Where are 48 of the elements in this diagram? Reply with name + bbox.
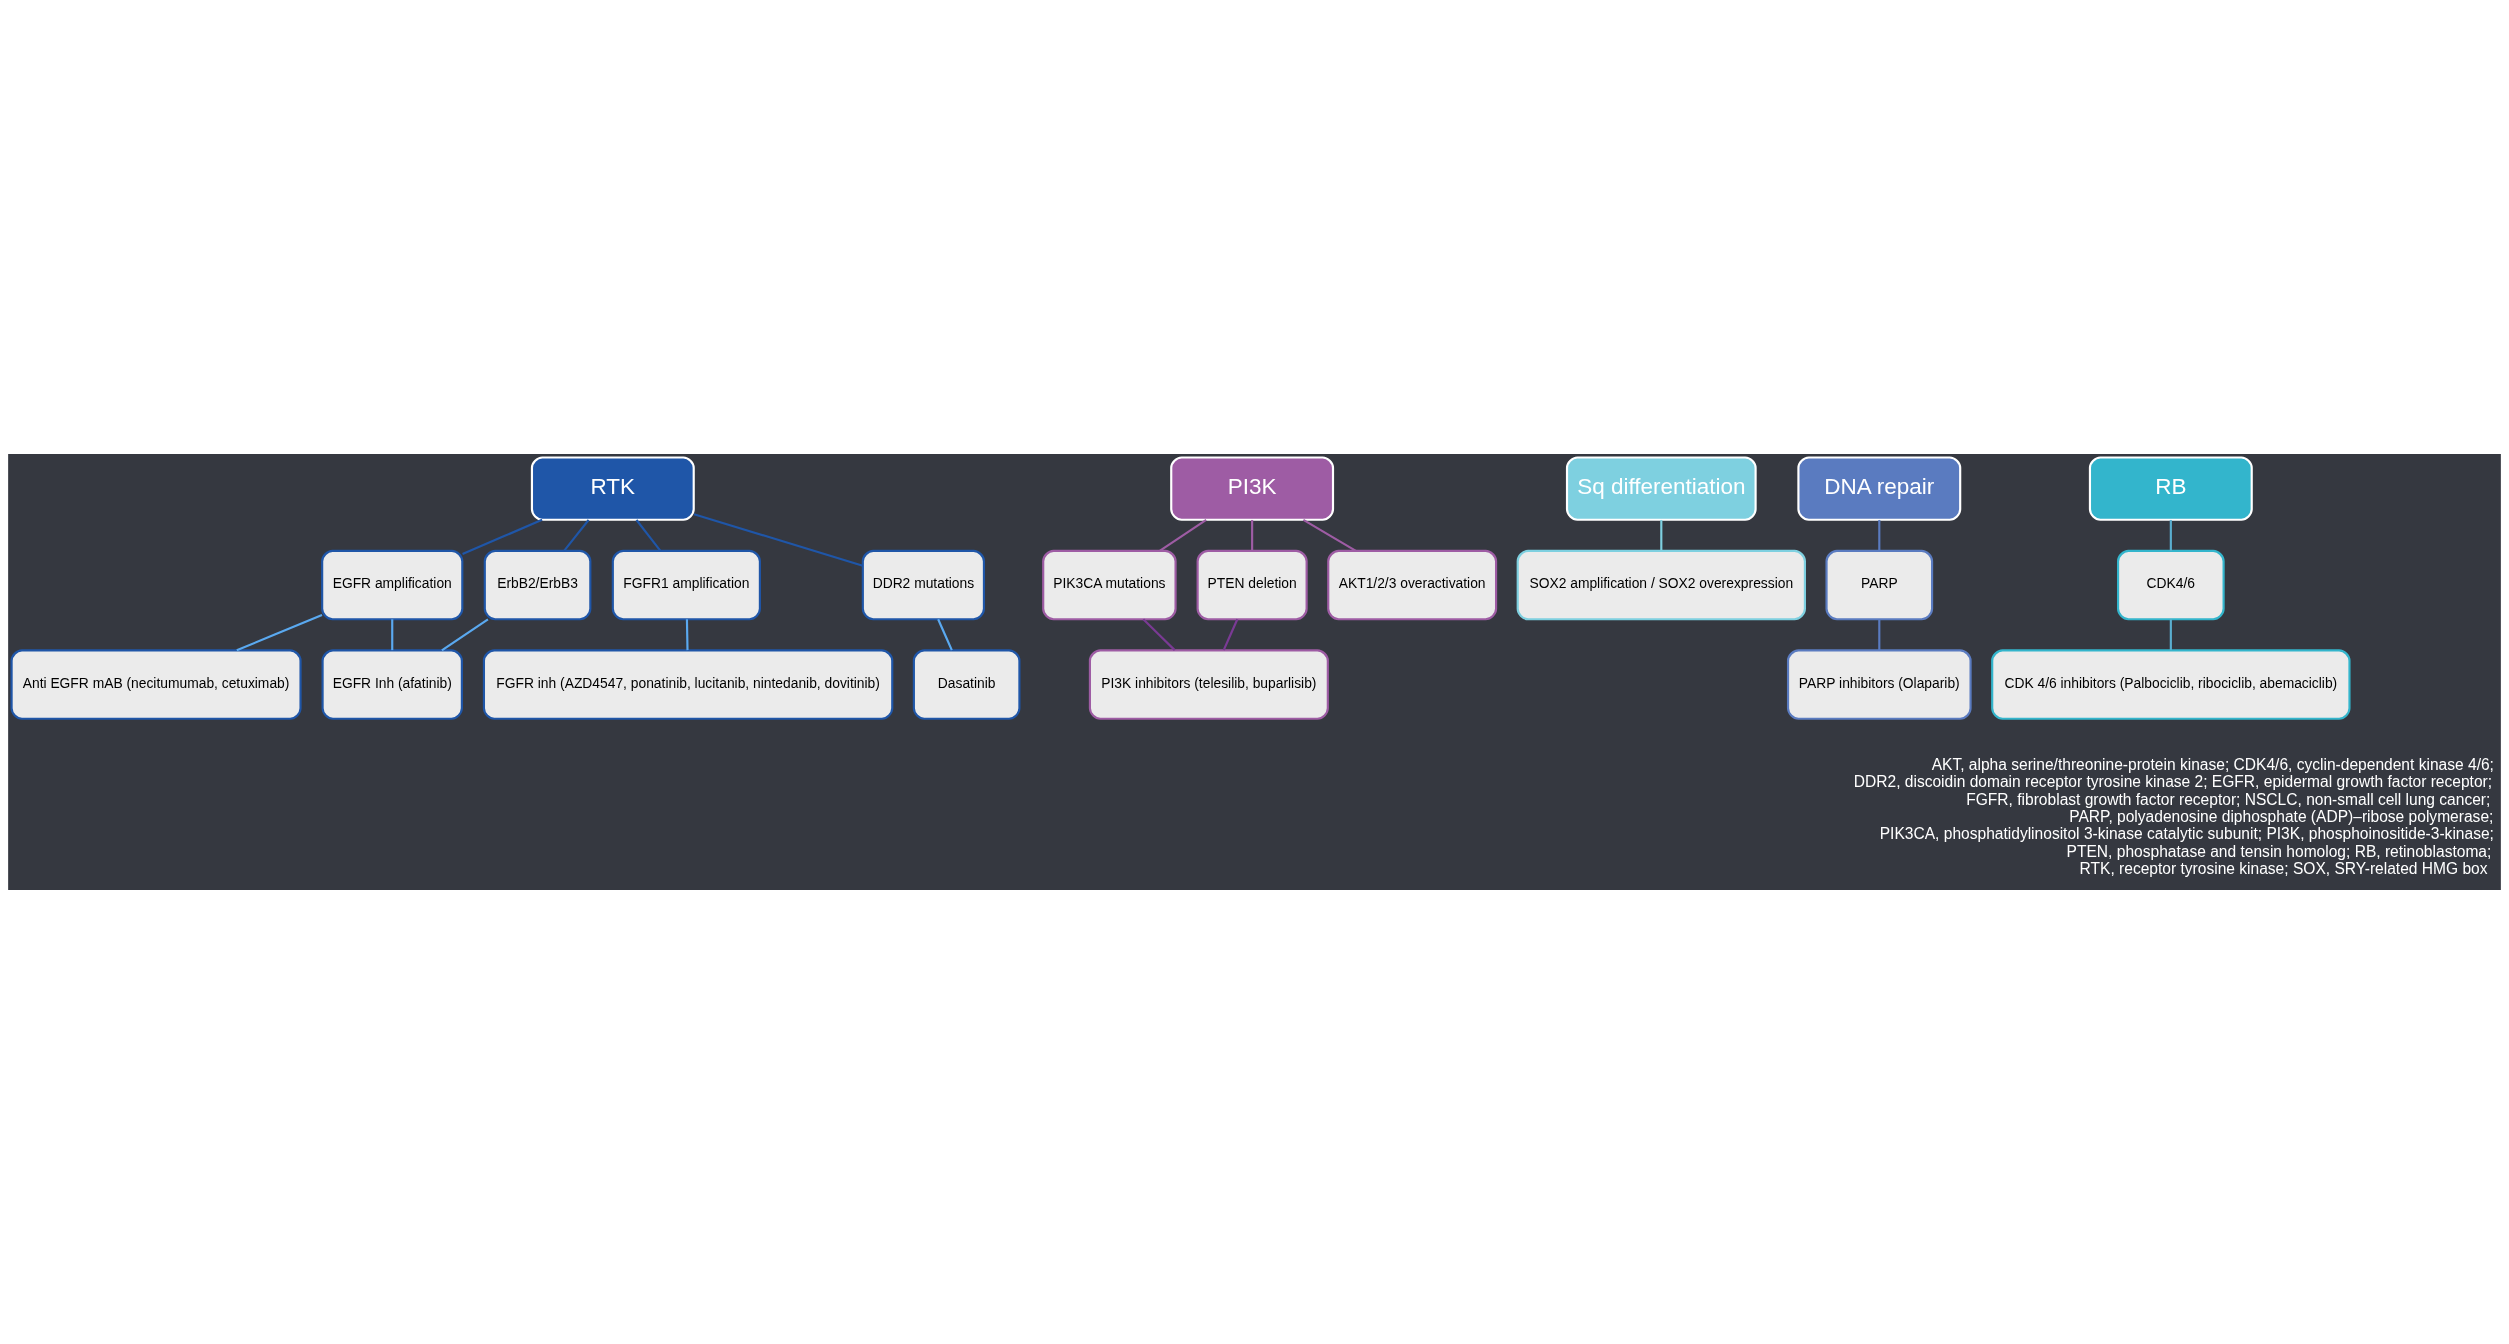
- connector: [1142, 618, 1176, 651]
- connector: [441, 618, 489, 652]
- node-box: Dasatinib: [912, 649, 1021, 720]
- connector: [635, 519, 662, 552]
- node-box: FGFR inh (AZD4547, ponatinib, lucitanib, nintedanib, dovitinib): [482, 649, 894, 720]
- label: AKT, alpha serine/threonine-protein kinase; CDK4/6, cyclin-dependent kinase 4/6;: [1931, 756, 2494, 774]
- connector: [391, 619, 394, 651]
- node-box: EGFR amplification: [321, 549, 464, 621]
- connector: [236, 614, 323, 652]
- connector: [685, 619, 689, 651]
- connector: [1660, 519, 1663, 551]
- connector: [462, 518, 543, 555]
- connector: [1222, 618, 1239, 651]
- node-box: CDK4/6: [2117, 549, 2225, 621]
- node-box: Sq differentiation: [1565, 456, 1757, 521]
- node-box: PI3K inhibitors (telesilib, buparlisib): [1088, 649, 1329, 720]
- node-box: ErbB2/ErbB3: [483, 549, 592, 621]
- connector: [1159, 519, 1207, 552]
- label: DDR2, discoidin domain receptor tyrosine kinase 2; EGFR, epidermal growth factor receptor;: [1853, 773, 2493, 791]
- label: PARP, polyadenosine diphosphate (ADP)–ribose polymerase;: [2069, 808, 2494, 825]
- label: PIK3CA, phosphatidylinositol 3-kinase catalytic subunit; PI3K, phosphoinositide-3-kinase;: [1879, 825, 2494, 843]
- node-box: FGFR1 amplification: [611, 549, 761, 621]
- label: PTEN, phosphatase and tensin homolog; RB, retinoblastoma;: [2066, 842, 2492, 860]
- node-box: PARP: [1825, 549, 1934, 621]
- connector: [1302, 518, 1357, 552]
- node-box: PARP inhibitors (Olaparib): [1786, 649, 1972, 720]
- node-box: DDR2 mutations: [861, 549, 986, 621]
- node-box: AKT1/2/3 overactivation: [1327, 549, 1498, 621]
- node-box: RB: [2088, 456, 2253, 521]
- node-box: PTEN deletion: [1196, 549, 1308, 621]
- node-box: RTK: [530, 456, 695, 521]
- connector: [2169, 519, 2172, 551]
- node-box: PI3K: [1170, 456, 1335, 521]
- connector: [1878, 519, 1881, 551]
- connector: [693, 513, 864, 567]
- node-box: CDK 4/6 inhibitors (Palbociclib, ribociclib, abemaciclib): [1991, 649, 2351, 720]
- connector: [1878, 619, 1881, 651]
- node-box: PIK3CA mutations: [1042, 549, 1177, 621]
- label: RTK, receptor tyrosine kinase; SOX, SRY-related HMG box: [2079, 859, 2488, 877]
- connector: [937, 618, 953, 651]
- connector: [2169, 619, 2172, 651]
- connector: [563, 519, 590, 552]
- node-box: EGFR Inh (afatinib): [321, 649, 463, 720]
- node-box: Anti EGFR mAB (necitumumab, cetuximab): [10, 649, 302, 720]
- node-box: SOX2 amplification / SOX2 overexpression: [1516, 549, 1806, 621]
- connector: [1251, 519, 1254, 551]
- label: FGFR, fibroblast growth factor receptor; NSCLC, non-small cell lung cancer;: [1966, 790, 2491, 808]
- node-box: DNA repair: [1797, 456, 1962, 521]
